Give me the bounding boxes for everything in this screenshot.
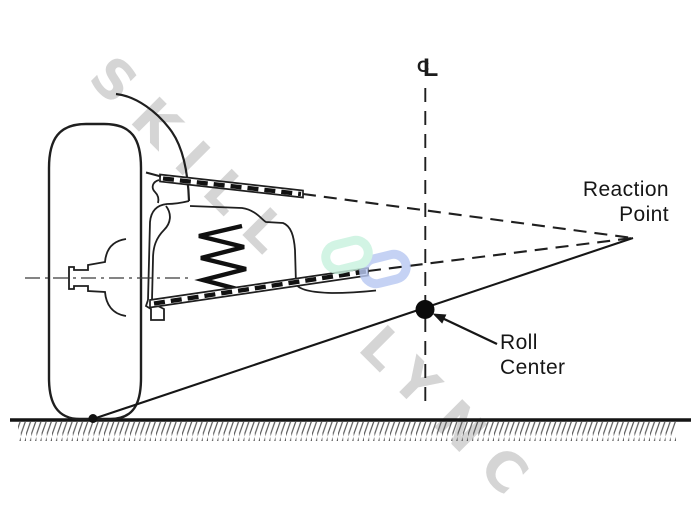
roll-center-arrow bbox=[432, 313, 498, 346]
roll-axis-line bbox=[92, 237, 634, 420]
coil-spring bbox=[194, 223, 247, 293]
upper-arm-projection-line bbox=[302, 192, 633, 240]
tire-outline bbox=[47, 122, 143, 421]
upper-control-arm bbox=[145, 171, 304, 204]
lower-control-arm bbox=[149, 267, 369, 309]
roll-center-dot bbox=[415, 300, 435, 319]
tire-contact-dot bbox=[88, 414, 98, 423]
ground-hatching bbox=[18, 422, 676, 441]
frame-contour bbox=[147, 200, 377, 301]
spindle-hub bbox=[68, 238, 127, 317]
lower-arm-projection-line bbox=[367, 236, 633, 273]
